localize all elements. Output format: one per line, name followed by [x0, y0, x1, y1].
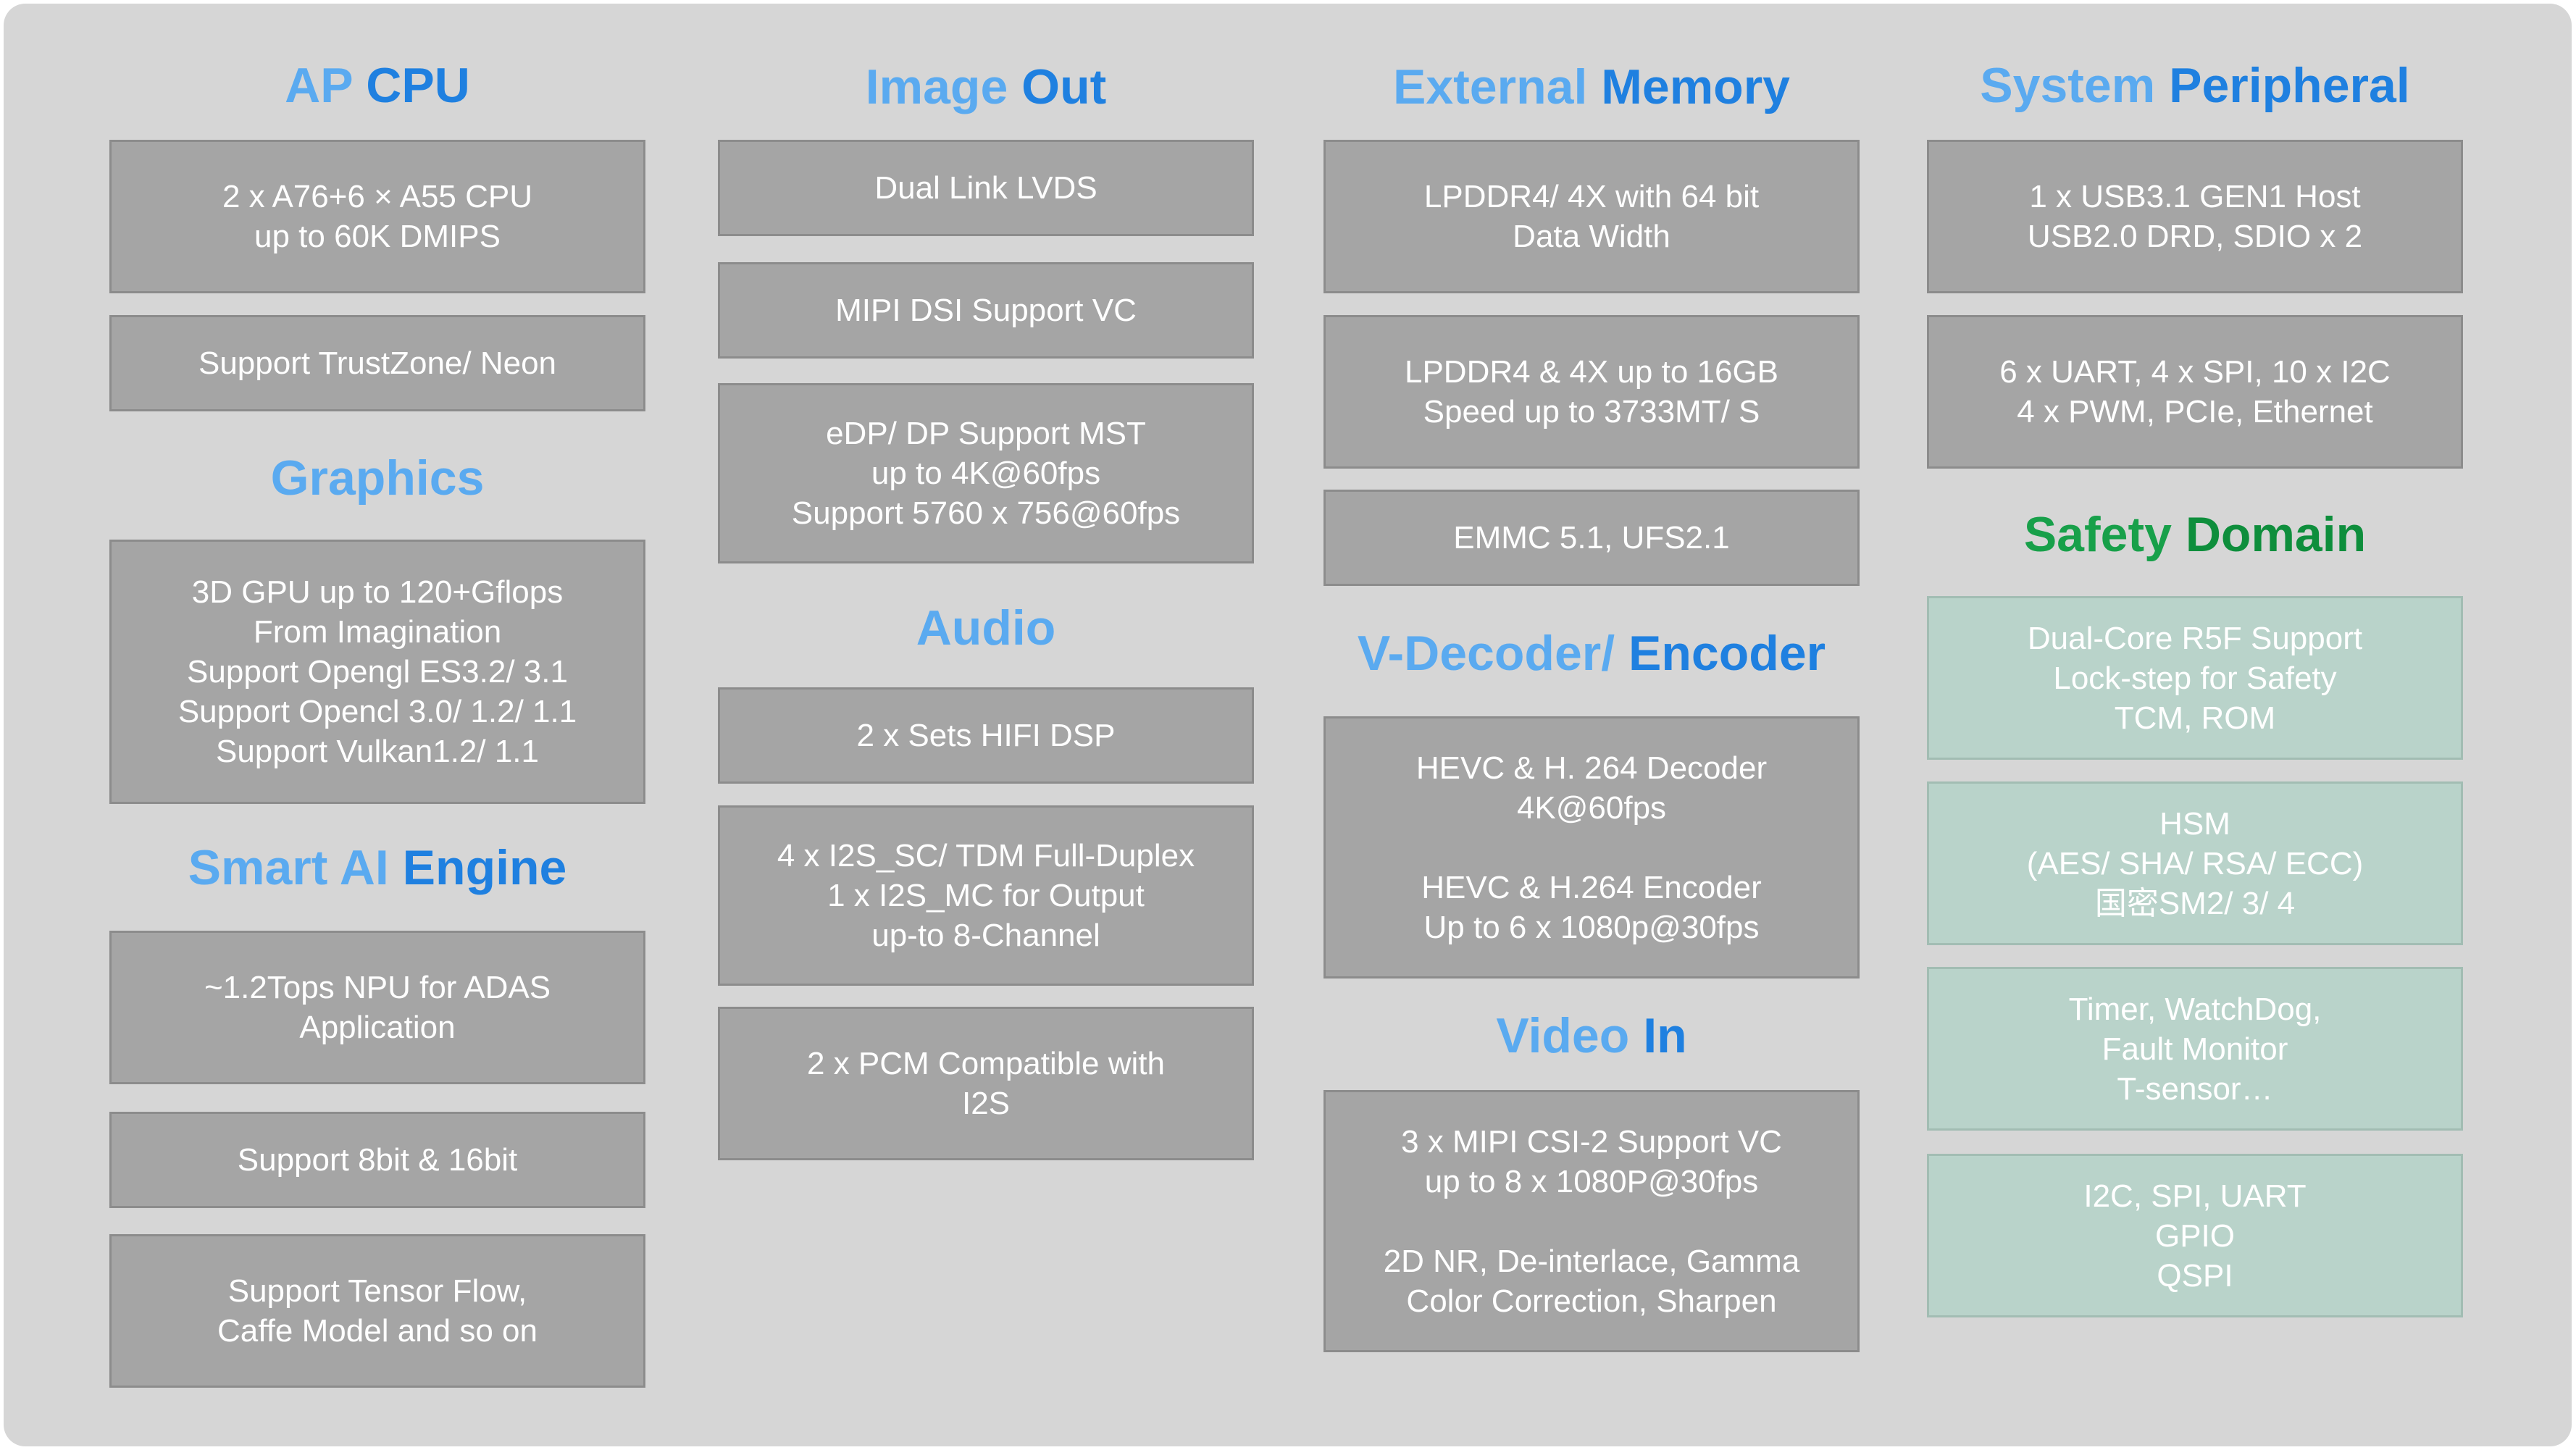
block-audio-i2s-text: 4 x I2S_SC/ TDM Full-Duplex 1 x I2S_MC f…: [777, 838, 1195, 953]
block-graphics-gpu-text: 3D GPU up to 120+Gflops From Imagination…: [177, 574, 577, 769]
heading-safety-domain-word-1: Safety: [2023, 507, 2172, 562]
heading-image-out-word-1: Image: [865, 59, 1008, 114]
block-audio-pcm-text: 2 x PCM Compatible with I2S: [807, 1046, 1165, 1121]
heading-smart-ai-word-2: AI: [339, 840, 389, 895]
block-image-out-lvds-text: Dual Link LVDS: [874, 170, 1097, 206]
block-peripheral-uart-text: 6 x UART, 4 x SPI, 10 x I2C 4 x PWM, PCI…: [1999, 354, 2391, 429]
heading-smart-ai-word-1: Smart: [188, 840, 328, 895]
block-image-out-mipi-dsi: MIPI DSI Support VC: [718, 262, 1254, 359]
block-peripheral-usb-text: 1 x USB3.1 GEN1 Host USB2.0 DRD, SDIO x …: [2027, 179, 2363, 254]
heading-audio-word-1: Audio: [916, 600, 1056, 655]
heading-system-peripheral: System Peripheral: [1927, 53, 2463, 118]
heading-safety-domain: Safety Domain: [1927, 502, 2463, 567]
block-audio-hifi-text: 2 x Sets HIFI DSP: [856, 718, 1116, 753]
block-audio-hifi: 2 x Sets HIFI DSP: [718, 687, 1254, 784]
heading-ap-cpu-word-2: CPU: [366, 58, 470, 113]
heading-vdecoder-word-1: V-Decoder/: [1357, 626, 1615, 681]
heading-image-out: Image Out: [718, 54, 1254, 120]
block-vdecoder-hevc: HEVC & H. 264 Decoder 4K@60fps HEVC & H.…: [1323, 716, 1860, 978]
heading-graphics: Graphics: [109, 445, 645, 511]
block-smart-ai-frameworks-text: Support Tensor Flow, Caffe Model and so …: [217, 1273, 538, 1349]
heading-safety-domain-word-2: Domain: [2185, 507, 2367, 562]
block-image-out-edp: eDP/ DP Support MST up to 4K@60fps Suppo…: [718, 383, 1254, 563]
heading-ap-cpu: AP CPU: [109, 53, 645, 118]
heading-image-out-word-2: Out: [1021, 59, 1107, 114]
heading-external-memory-word-1: External: [1392, 59, 1588, 114]
block-smart-ai-npu-text: ~1.2Tops NPU for ADAS Application: [204, 970, 551, 1045]
block-ap-cpu-cores: 2 x A76+6 × A55 CPU up to 60K DMIPS: [109, 140, 645, 293]
block-safety-hsm-text: HSM (AES/ SHA/ RSA/ ECC) 国密SM2/ 3/ 4: [2026, 805, 2364, 921]
block-smart-ai-frameworks: Support Tensor Flow, Caffe Model and so …: [109, 1234, 645, 1388]
block-audio-i2s: 4 x I2S_SC/ TDM Full-Duplex 1 x I2S_MC f…: [718, 805, 1254, 986]
heading-smart-ai: Smart AI Engine: [109, 835, 645, 900]
block-safety-io-text: I2C, SPI, UART GPIO QSPI: [2083, 1178, 2307, 1294]
block-video-in-csi-text: 3 x MIPI CSI-2 Support VC up to 8 x 1080…: [1383, 1123, 1800, 1319]
heading-video-in: Video In: [1323, 1003, 1860, 1068]
heading-external-memory-word-2: Memory: [1601, 59, 1790, 114]
block-memory-lpddr4-speed: LPDDR4 & 4X up to 16GB Speed up to 3733M…: [1323, 315, 1860, 469]
heading-audio: Audio: [718, 595, 1254, 661]
block-memory-lpddr4-width: LPDDR4/ 4X with 64 bit Data Width: [1323, 140, 1860, 293]
block-graphics-gpu: 3D GPU up to 120+Gflops From Imagination…: [109, 540, 645, 804]
heading-vdecoder-word-2: Encoder: [1628, 626, 1826, 681]
diagram-panel: AP CPU 2 x A76+6 × A55 CPU up to 60K DMI…: [4, 4, 2572, 1446]
block-image-out-lvds: Dual Link LVDS: [718, 140, 1254, 236]
heading-external-memory: External Memory: [1323, 54, 1860, 120]
block-safety-io: I2C, SPI, UART GPIO QSPI: [1927, 1154, 2463, 1317]
block-image-out-edp-text: eDP/ DP Support MST up to 4K@60fps Suppo…: [791, 416, 1181, 531]
block-safety-r5f: Dual-Core R5F Support Lock-step for Safe…: [1927, 596, 2463, 760]
block-peripheral-usb: 1 x USB3.1 GEN1 Host USB2.0 DRD, SDIO x …: [1927, 140, 2463, 293]
block-audio-pcm: 2 x PCM Compatible with I2S: [718, 1007, 1254, 1160]
heading-smart-ai-word-3: Engine: [402, 840, 567, 895]
block-safety-timer: Timer, WatchDog, Fault Monitor T-sensor…: [1927, 967, 2463, 1131]
block-ap-cpu-cores-text: 2 x A76+6 × A55 CPU up to 60K DMIPS: [222, 179, 533, 254]
heading-video-in-word-2: In: [1643, 1008, 1687, 1063]
block-ap-cpu-trustzone-text: Support TrustZone/ Neon: [198, 345, 557, 381]
heading-system-peripheral-word-1: System: [1980, 58, 2156, 113]
block-safety-hsm: HSM (AES/ SHA/ RSA/ ECC) 国密SM2/ 3/ 4: [1927, 781, 2463, 945]
block-smart-ai-npu: ~1.2Tops NPU for ADAS Application: [109, 931, 645, 1084]
heading-video-in-word-1: Video: [1496, 1008, 1630, 1063]
block-memory-emmc: EMMC 5.1, UFS2.1: [1323, 490, 1860, 586]
block-image-out-mipi-dsi-text: MIPI DSI Support VC: [835, 293, 1137, 328]
block-memory-lpddr4-width-text: LPDDR4/ 4X with 64 bit Data Width: [1423, 179, 1760, 254]
heading-vdecoder: V-Decoder/ Encoder: [1323, 621, 1860, 686]
block-safety-timer-text: Timer, WatchDog, Fault Monitor T-sensor…: [2068, 991, 2322, 1107]
heading-system-peripheral-word-2: Peripheral: [2169, 58, 2410, 113]
block-peripheral-uart: 6 x UART, 4 x SPI, 10 x I2C 4 x PWM, PCI…: [1927, 315, 2463, 469]
block-memory-emmc-text: EMMC 5.1, UFS2.1: [1453, 520, 1730, 556]
block-smart-ai-bits-text: Support 8bit & 16bit: [237, 1142, 518, 1178]
block-video-in-csi: 3 x MIPI CSI-2 Support VC up to 8 x 1080…: [1323, 1090, 1860, 1352]
block-ap-cpu-trustzone: Support TrustZone/ Neon: [109, 315, 645, 411]
block-safety-r5f-text: Dual-Core R5F Support Lock-step for Safe…: [2027, 620, 2363, 736]
heading-graphics-word-1: Graphics: [270, 450, 485, 506]
block-vdecoder-hevc-text: HEVC & H. 264 Decoder 4K@60fps HEVC & H.…: [1415, 750, 1768, 945]
block-memory-lpddr4-speed-text: LPDDR4 & 4X up to 16GB Speed up to 3733M…: [1404, 354, 1779, 429]
block-smart-ai-bits: Support 8bit & 16bit: [109, 1112, 645, 1208]
heading-ap-cpu-word-1: AP: [285, 58, 353, 113]
